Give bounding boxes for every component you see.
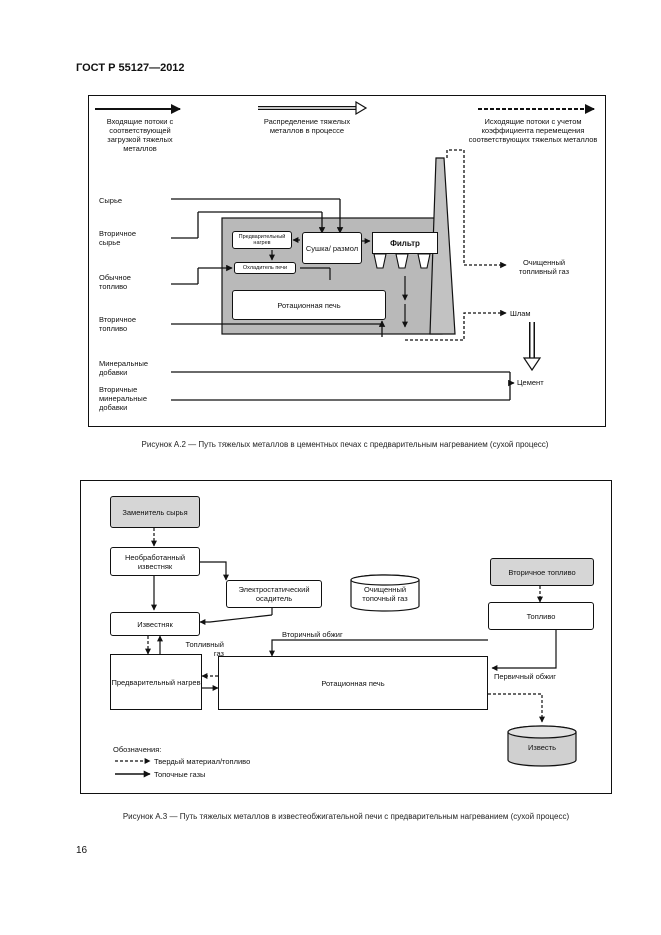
document-header: ГОСТ Р 55127—2012 bbox=[76, 62, 185, 74]
label-primary-air: Первичный обжиг bbox=[494, 672, 556, 681]
block-esp: Электростатический осадитель bbox=[226, 580, 322, 608]
block-rotary-kiln: Ротационная печь bbox=[232, 290, 386, 320]
input-regular-fuel: Обычное топливо bbox=[99, 273, 131, 291]
input-mineral-additives: Минеральные добавки bbox=[99, 359, 149, 377]
block-lime: Известь bbox=[528, 743, 556, 752]
legend-flue-gases: Топочные газы bbox=[154, 770, 206, 779]
input-secondary-fuel: Вторичное топливо bbox=[99, 315, 137, 333]
output-cement: Цемент bbox=[517, 378, 544, 387]
input-secondary-mineral-additives: Вторичные минеральные добавки bbox=[99, 385, 147, 412]
block-secondary-fuel: Вторичное топливо bbox=[490, 558, 594, 586]
figure-a3-frame bbox=[80, 480, 612, 794]
block-raw-substitute: Заменитель сырья bbox=[110, 496, 200, 528]
block-preheater-a3: Предварительный нагрев bbox=[110, 654, 202, 710]
figure-a2-caption: Рисунок А.2 — Путь тяжелых металлов в це… bbox=[141, 440, 549, 449]
legend-solid-material: Твердый материал/топливо bbox=[154, 757, 251, 766]
output-clean-gas: Очищенный топливный газ bbox=[518, 258, 570, 276]
label-flue-gas: Топливный газ bbox=[185, 640, 225, 658]
figure-a2-frame bbox=[88, 95, 606, 427]
block-rotary-kiln-a3: Ротационная печь bbox=[218, 656, 488, 710]
block-fuel: Топливо bbox=[488, 602, 594, 630]
input-raw: Сырье bbox=[99, 196, 123, 205]
page-number: 16 bbox=[76, 845, 88, 856]
block-preheater: Предварительный нагрев bbox=[232, 231, 292, 249]
block-drying: Сушка/ размол bbox=[302, 232, 362, 264]
block-limestone: Известняк bbox=[110, 612, 200, 636]
legend-distribution: Распределение тяжелых металлов в процесс… bbox=[263, 117, 351, 135]
output-sludge: Шлам bbox=[510, 309, 531, 318]
input-secondary-raw: Вторичное сырье bbox=[99, 229, 137, 247]
label-secondary-air: Вторичный обжиг bbox=[282, 630, 343, 639]
legend-input-streams: Входящие потоки с соответствующей загруз… bbox=[106, 117, 174, 153]
block-raw-limestone: Необработанный известняк bbox=[110, 547, 200, 576]
legend-title: Обозначения: bbox=[113, 745, 162, 754]
block-cooler: Охладитель печи bbox=[234, 262, 296, 274]
block-clean-gas: Очищенный топочный газ bbox=[362, 585, 408, 603]
legend-output-streams: Исходящие потоки с учетом коэффициента п… bbox=[468, 117, 598, 144]
figure-a3-caption: Рисунок А.3 — Путь тяжелых металлов в из… bbox=[122, 812, 570, 821]
